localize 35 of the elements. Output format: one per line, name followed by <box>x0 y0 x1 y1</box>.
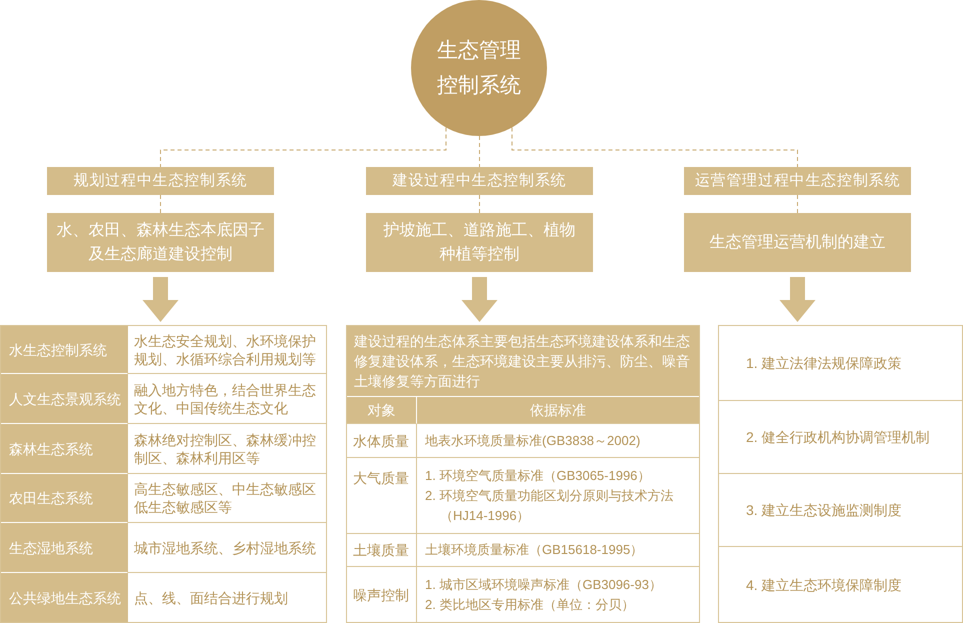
section-header: 运营管理过程中生态控制系统 <box>684 167 911 195</box>
row-header-cell: 森林生态系统 <box>1 424 128 474</box>
connector-line <box>797 194 798 214</box>
standards-table <box>346 325 700 623</box>
intro-panel: 建设过程的生态体系主要包括生态环境建设体系和生态修复建设体系，生态环境建设主要从排污、防尘、噪音土壤修复等方面进行 <box>347 326 699 397</box>
standard-item: 2. 环境空气质量功能区划分原则与技术方法（HJ14-1996） <box>425 487 674 525</box>
process-box: 水、农田、森林生态本底因子及生态廊道建设控制 <box>47 213 274 272</box>
column-header: 依据标准 <box>417 397 699 424</box>
block-arrow <box>780 277 816 322</box>
section-header: 建设过程中生态控制系统 <box>366 167 593 195</box>
row-header-cell: 生态湿地系统 <box>1 523 128 573</box>
block-arrow <box>142 277 178 322</box>
standard-item: 2. 类比地区专用标准（单位：分贝） <box>425 596 636 614</box>
process-box: 生态管理运营机制的建立 <box>684 213 911 272</box>
measures-list <box>718 325 963 623</box>
row-label-cell: 大气质量 <box>347 458 417 534</box>
system-table <box>0 325 327 623</box>
block-arrow <box>462 277 498 322</box>
hub-circle: 生态管理控制系统 <box>411 0 547 136</box>
row-label-cell: 土壤质量 <box>347 534 417 567</box>
standard-item: 1. 城市区域环境噪声标准（GB3096-93） <box>425 576 663 594</box>
connector-line <box>160 194 161 214</box>
row-header-cell: 水生态控制系统 <box>1 326 128 374</box>
standard-item: 1. 环境空气质量标准（GB3065-1996） <box>425 467 652 485</box>
connector-line <box>479 136 480 168</box>
section-header: 规划过程中生态控制系统 <box>47 167 274 195</box>
row-header-cell: 农田生态系统 <box>1 474 128 523</box>
row-label-cell: 水体质量 <box>347 424 417 458</box>
connector-line <box>479 194 480 214</box>
column-header: 对象 <box>347 397 417 424</box>
connector-line <box>512 126 798 168</box>
row-header-cell: 公共绿地生态系统 <box>1 573 128 622</box>
connector-line <box>160 126 446 168</box>
row-header-cell: 人文生态景观系统 <box>1 374 128 424</box>
process-box: 护坡施工、道路施工、植物种植等控制 <box>366 213 593 272</box>
